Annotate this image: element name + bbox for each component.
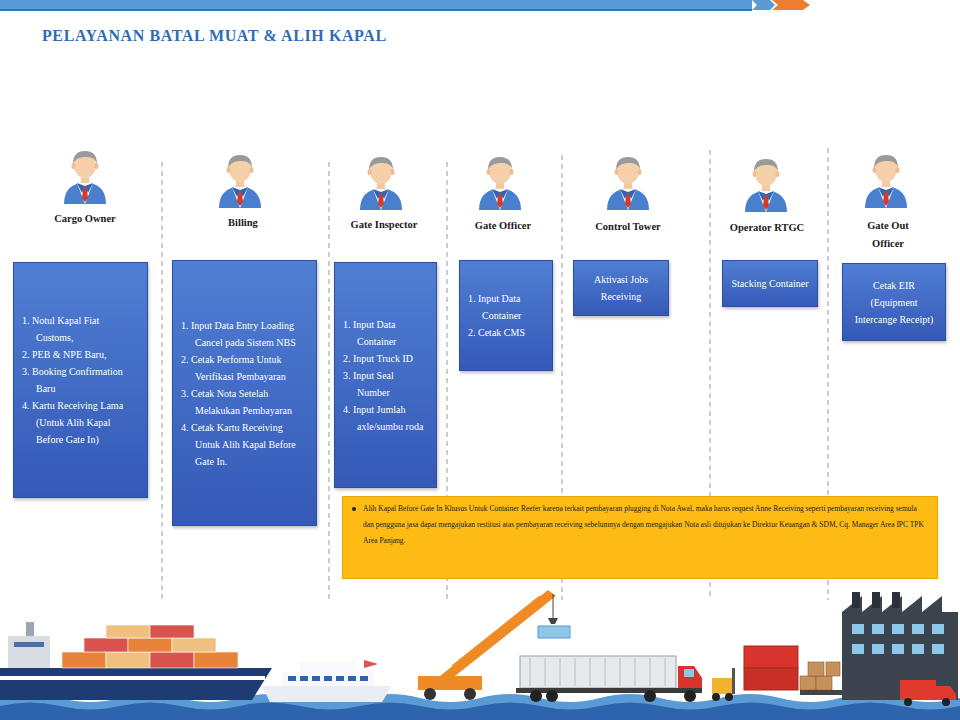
- role-column: Gate Out OfficerCetak EIR (Equipment Int…: [842, 217, 946, 341]
- role-label: Operator RTGC: [717, 219, 817, 237]
- top-bar: [0, 0, 752, 9]
- step-item: 2. Input Truck ID: [343, 350, 428, 367]
- role-column: Gate Inspector 1. Input Data Container2. …: [334, 216, 437, 488]
- role-label: Cargo Owner: [25, 210, 145, 228]
- step-item: 1. Input Data Container: [468, 290, 544, 324]
- role-column: Operator RTGCStacking Container: [722, 219, 818, 307]
- step-item: 1. Input Data Container: [343, 316, 428, 350]
- role-label: Gate Inspector: [334, 216, 434, 234]
- step-item: 3. Cetak Nota Setelah Melakukan Pembayar…: [181, 385, 308, 419]
- port-illustration: [0, 590, 960, 720]
- process-box: Aktivasi Jobs Receiving: [573, 260, 669, 316]
- process-box: 1. Input Data Entry Loading Cancel pada …: [172, 260, 317, 526]
- step-item: 4. Cetak Kartu Receiving Untuk Alih Kapa…: [181, 419, 308, 470]
- step-list: Stacking Container: [723, 269, 817, 298]
- step-item: 1. Input Data Entry Loading Cancel pada …: [181, 317, 308, 351]
- process-box: Stacking Container: [722, 260, 818, 307]
- step-item: 2. Cetak CMS: [468, 324, 544, 341]
- step-item: 4. Input Jumlah axle/sumbu roda: [343, 401, 428, 435]
- step-list: 1. Input Data Container2. Cetak CMS: [460, 284, 552, 347]
- process-box: Cetak EIR (Equipment Intercange Receipt): [842, 263, 946, 341]
- role-column: Gate Officer 1. Input Data Container2. Ce…: [459, 217, 553, 371]
- step-item: 3. Input Seal Number: [343, 367, 428, 401]
- note-box: Alih Kapal Before Gate In Khusus Untuk C…: [342, 496, 938, 579]
- step-list: 1. Notul Kapal Fiat Customs,2. PEB & NPE…: [14, 306, 147, 454]
- step-text: Cetak EIR (Equipment Intercange Receipt): [851, 277, 937, 328]
- role-label: Control Tower: [578, 218, 678, 236]
- role-column: Cargo Owner 1. Notul Kapal Fiat Customs,2…: [13, 210, 148, 498]
- step-list: 1. Input Data Container2. Input Truck ID…: [335, 310, 436, 441]
- step-text: Stacking Container: [731, 275, 809, 292]
- process-box: 1. Notul Kapal Fiat Customs,2. PEB & NPE…: [13, 262, 148, 498]
- step-item: 4. Kartu Receiving Lama (Untuk Alih Kapa…: [22, 397, 139, 448]
- bullet-dot: [351, 506, 357, 512]
- role-label: Gate Out Officer: [853, 217, 923, 253]
- diagram-title: PELAYANAN BATAL MUAT & ALIH KAPAL: [42, 27, 387, 45]
- step-list: 1. Input Data Entry Loading Cancel pada …: [173, 311, 316, 476]
- person-icon: [64, 151, 907, 212]
- step-list: Cetak EIR (Equipment Intercange Receipt): [843, 271, 945, 334]
- step-text: Aktivasi Jobs Receiving: [582, 271, 660, 305]
- chevron: [772, 0, 810, 10]
- step-item: 1. Notul Kapal Fiat Customs,: [22, 312, 139, 346]
- note-text: Alih Kapal Before Gate In Khusus Untuk C…: [343, 497, 937, 554]
- process-box: 1. Input Data Container2. Input Truck ID…: [334, 262, 437, 488]
- role-label: Billing: [183, 214, 303, 232]
- role-column: Control TowerAktivasi Jobs Receiving: [573, 218, 669, 316]
- process-box: 1. Input Data Container2. Cetak CMS: [459, 260, 553, 371]
- role-column: Billing 1. Input Data Entry Loading Cance…: [172, 214, 317, 526]
- role-label: Gate Officer: [458, 217, 548, 235]
- step-item: 3. Booking Confirmation Baru: [22, 363, 139, 397]
- step-item: 2. Cetak Performa Untuk Verifikasi Pemba…: [181, 351, 308, 385]
- step-item: 2. PEB & NPE Baru,: [22, 346, 139, 363]
- step-list: Aktivasi Jobs Receiving: [574, 265, 668, 311]
